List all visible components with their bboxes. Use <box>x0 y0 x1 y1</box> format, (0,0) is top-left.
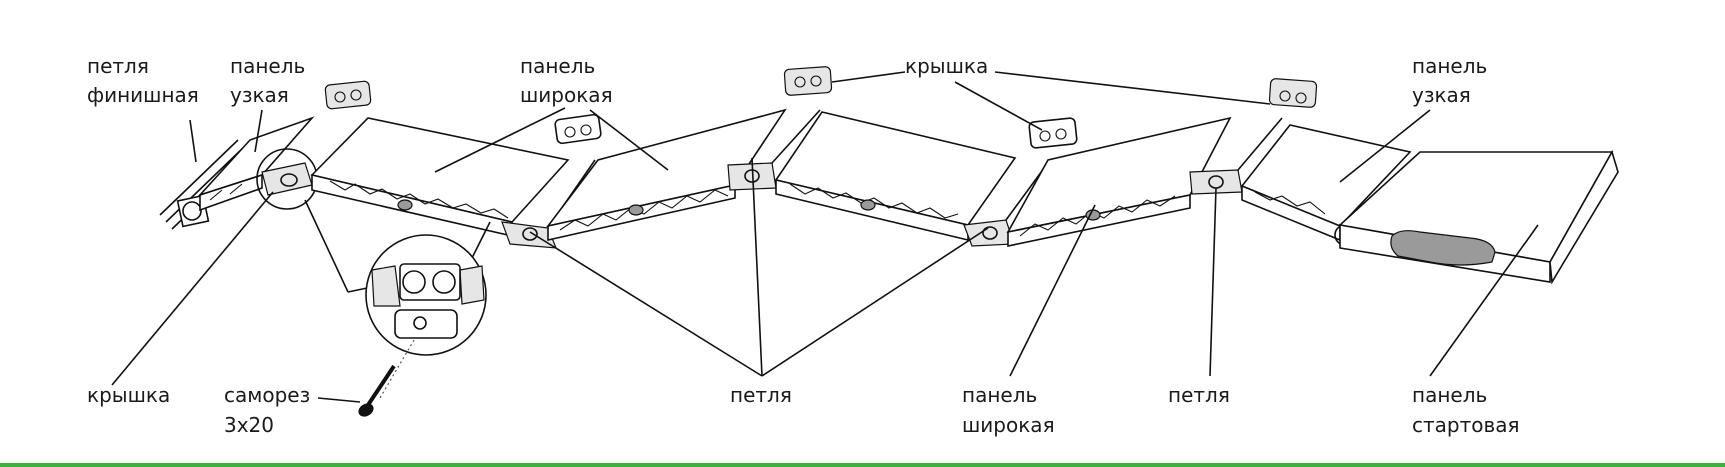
label-cap-bottom: крышка <box>87 383 170 407</box>
wide-panel-1 <box>310 117 570 238</box>
label-wide-panel-bottom-line1: панель <box>962 383 1037 407</box>
loose-cap-3 <box>783 66 833 96</box>
panel-assembly-drawing <box>159 66 1619 417</box>
label-start-panel-line1: панель <box>1412 383 1487 407</box>
labels: петля финишная панель узкая панель широк… <box>87 54 1520 437</box>
loose-cap-1 <box>324 80 372 110</box>
label-finish-hinge-line2: финишная <box>87 83 199 107</box>
narrow-panel-left <box>197 116 315 212</box>
loose-cap-5 <box>1268 78 1318 108</box>
label-cap-top: крышка <box>905 54 988 78</box>
label-wide-panel-top-line2: широкая <box>520 83 613 107</box>
label-screw-line2: 3x20 <box>224 413 274 437</box>
label-narrow-panel-left-line2: узкая <box>230 83 289 107</box>
label-screw-line1: саморез <box>224 383 310 407</box>
detail-magnifier <box>304 199 491 399</box>
wide-panel-3 <box>774 111 1017 242</box>
starting-panel <box>1338 149 1619 285</box>
label-wide-panel-top-line1: панель <box>520 54 595 78</box>
label-narrow-panel-right-line1: панель <box>1412 54 1487 78</box>
narrow-panel-right <box>1240 124 1412 246</box>
label-narrow-panel-right-line2: узкая <box>1412 83 1471 107</box>
bottom-accent-bar <box>0 463 1725 467</box>
loose-cap-4 <box>1028 117 1078 149</box>
label-wide-panel-bottom-line2: широкая <box>962 413 1055 437</box>
label-hinge-center: петля <box>730 383 792 407</box>
label-start-panel-line2: стартовая <box>1412 413 1520 437</box>
leader-lines <box>111 71 1539 403</box>
label-finish-hinge-line1: петля <box>87 54 149 78</box>
label-hinge-right: петля <box>1168 383 1230 407</box>
screw-icon <box>358 364 396 417</box>
loose-cap-2 <box>554 113 602 145</box>
wide-panel-4 <box>1006 116 1232 247</box>
label-narrow-panel-left-line1: панель <box>230 54 305 78</box>
